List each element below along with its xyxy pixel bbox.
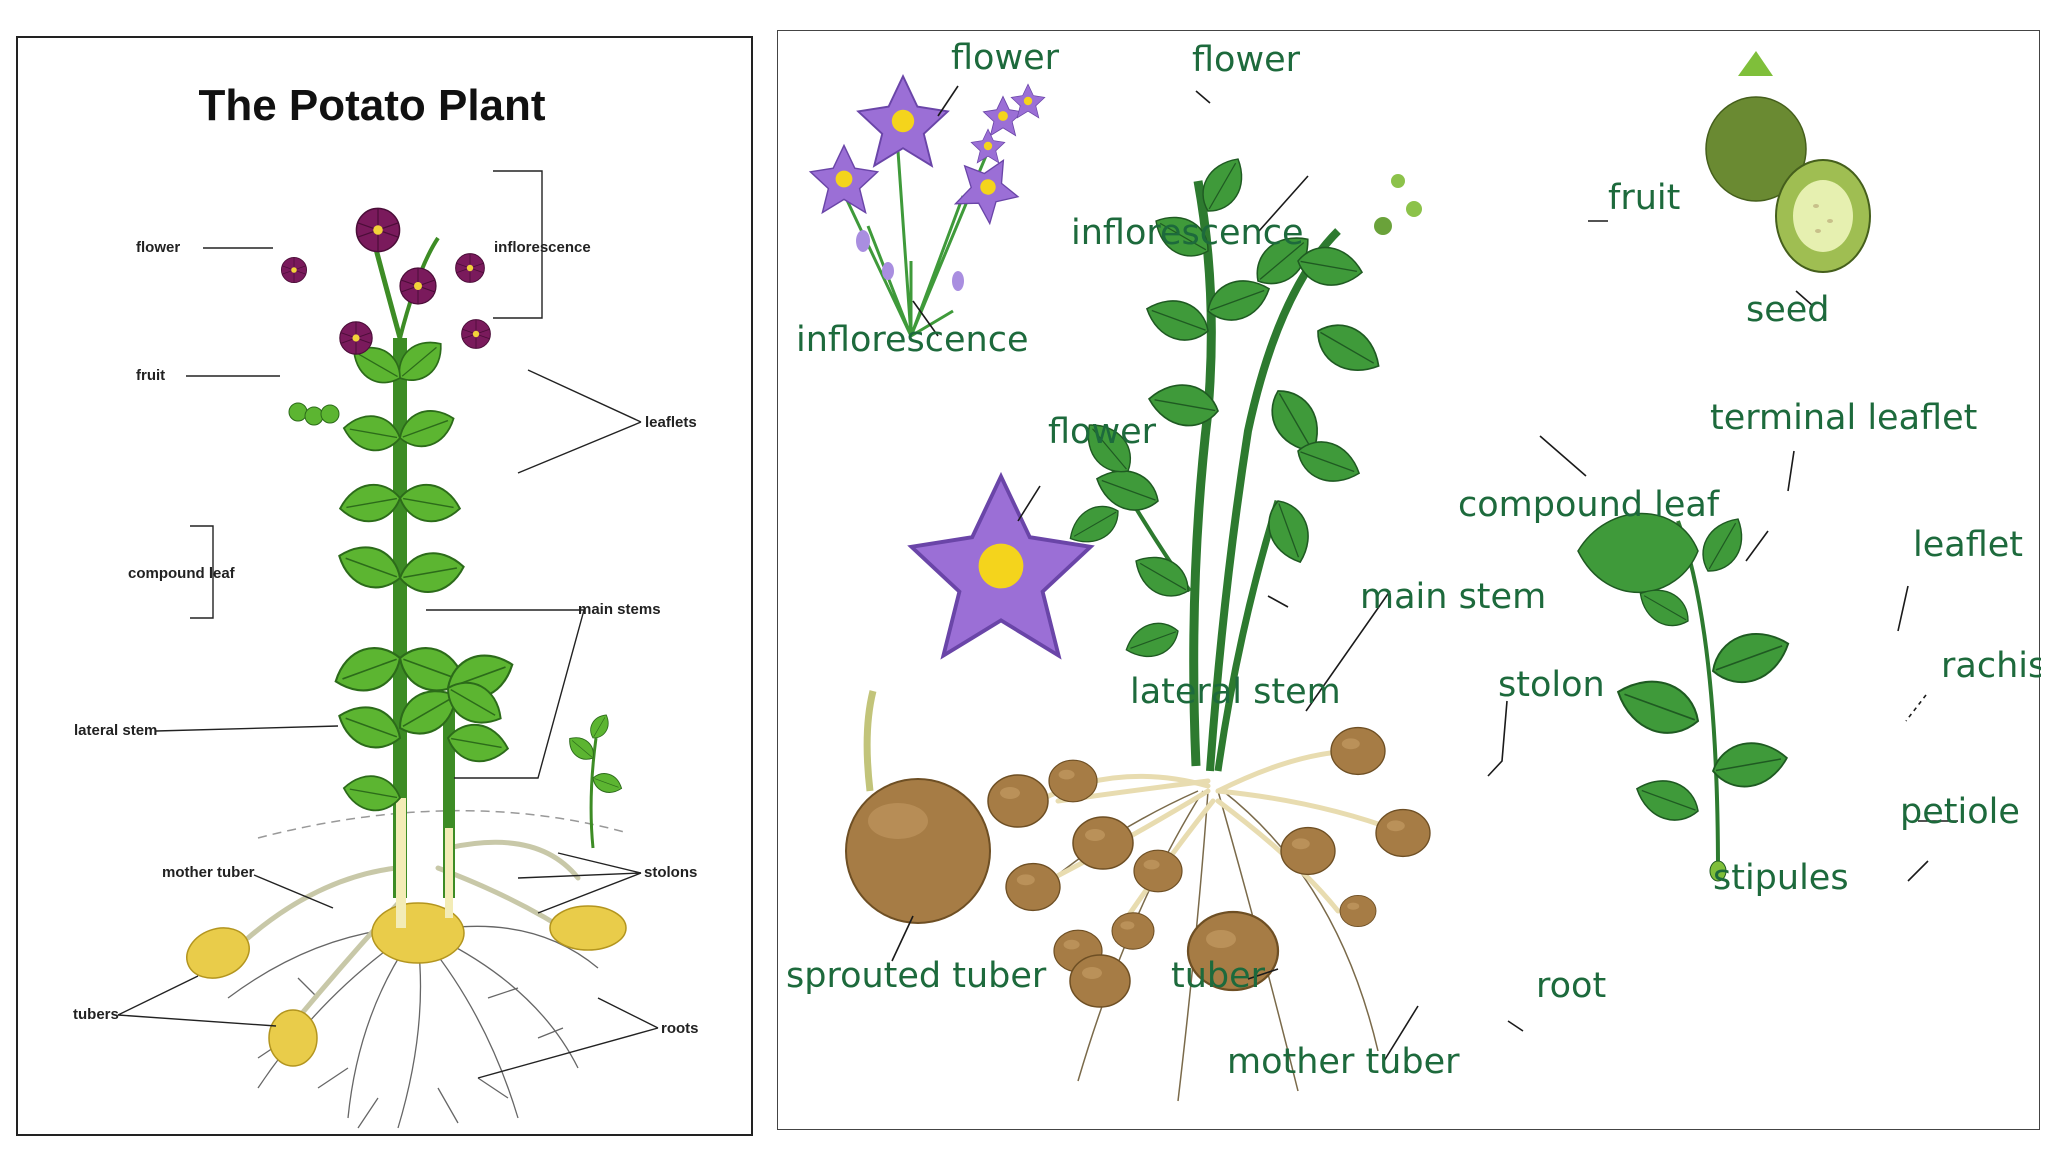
- label-compound-leaf-main: compound leaf: [1458, 485, 1720, 525]
- label-leaflet: leaflet: [1913, 525, 2023, 565]
- left-diagram-panel: The Potato Plant: [16, 36, 753, 1136]
- label-mother-tuber: mother tuber: [1227, 1042, 1460, 1082]
- label-seed: seed: [1746, 290, 1830, 330]
- label-rachis: rachis: [1941, 646, 2041, 686]
- single-flower-illustration: [909, 474, 1093, 658]
- label-flower-middle: flower: [1048, 412, 1157, 452]
- label-lateral-stem-left: lateral stem: [74, 722, 157, 739]
- label-flower-left: flower: [136, 239, 180, 256]
- left-leaves: [327, 330, 626, 816]
- label-tuber: tuber: [1171, 956, 1266, 996]
- label-root: root: [1536, 966, 1606, 1006]
- left-tubers: [186, 902, 627, 1067]
- label-petiole: petiole: [1900, 792, 2020, 832]
- label-stipules: stipules: [1713, 858, 1849, 898]
- label-flower-top-left: flower: [951, 38, 1060, 78]
- label-inflorescence-main: inflorescence: [1071, 213, 1304, 253]
- inflorescence-illustration: [809, 75, 1031, 338]
- label-terminal-leaflet: terminal leaflet: [1710, 398, 1977, 438]
- left-leader-lines: [117, 170, 659, 1079]
- label-main-stems-left: main stems: [578, 601, 661, 618]
- label-inflorescence-left: inflorescence: [494, 239, 591, 256]
- main-plant-illustration: [970, 83, 1422, 772]
- label-fruit-left: fruit: [136, 367, 165, 384]
- label-sprouted-tuber: sprouted tuber: [786, 956, 1047, 996]
- label-stolons-left: stolons: [644, 864, 697, 881]
- label-stolon: stolon: [1498, 665, 1605, 705]
- label-mother-tuber-left: mother tuber: [162, 864, 255, 881]
- left-fruit: [288, 402, 340, 426]
- label-compound-leaf-left: compound leaf: [128, 565, 236, 582]
- label-flower-main: flower: [1192, 40, 1301, 80]
- right-diagram-panel: flower inflorescence flower sprouted tub…: [777, 30, 2041, 1130]
- label-inflorescence-top-left: inflorescence: [796, 320, 1029, 360]
- left-potato-plant-illustration: The Potato Plant: [73, 81, 699, 1129]
- right-leader-lines: [891, 85, 1958, 1062]
- label-leaflets-left: leaflets: [645, 414, 697, 431]
- label-tubers-left: tubers: [73, 1006, 119, 1023]
- root-system-illustration: [987, 726, 1431, 1102]
- right-potato-plant-illustration: flower inflorescence flower sprouted tub…: [786, 38, 2041, 1102]
- mother-tuber-shape: [371, 902, 465, 964]
- left-title: The Potato Plant: [198, 81, 545, 130]
- sprouted-tuber-illustration: [845, 690, 991, 924]
- label-fruit-main: fruit: [1608, 178, 1680, 218]
- compound-leaf-detail-illustration: [1577, 509, 1797, 882]
- label-lateral-stem: lateral stem: [1130, 672, 1341, 712]
- label-main-stem: main stem: [1360, 577, 1546, 617]
- label-roots-left: roots: [661, 1020, 699, 1037]
- fruit-seed-illustration: [1705, 51, 1871, 273]
